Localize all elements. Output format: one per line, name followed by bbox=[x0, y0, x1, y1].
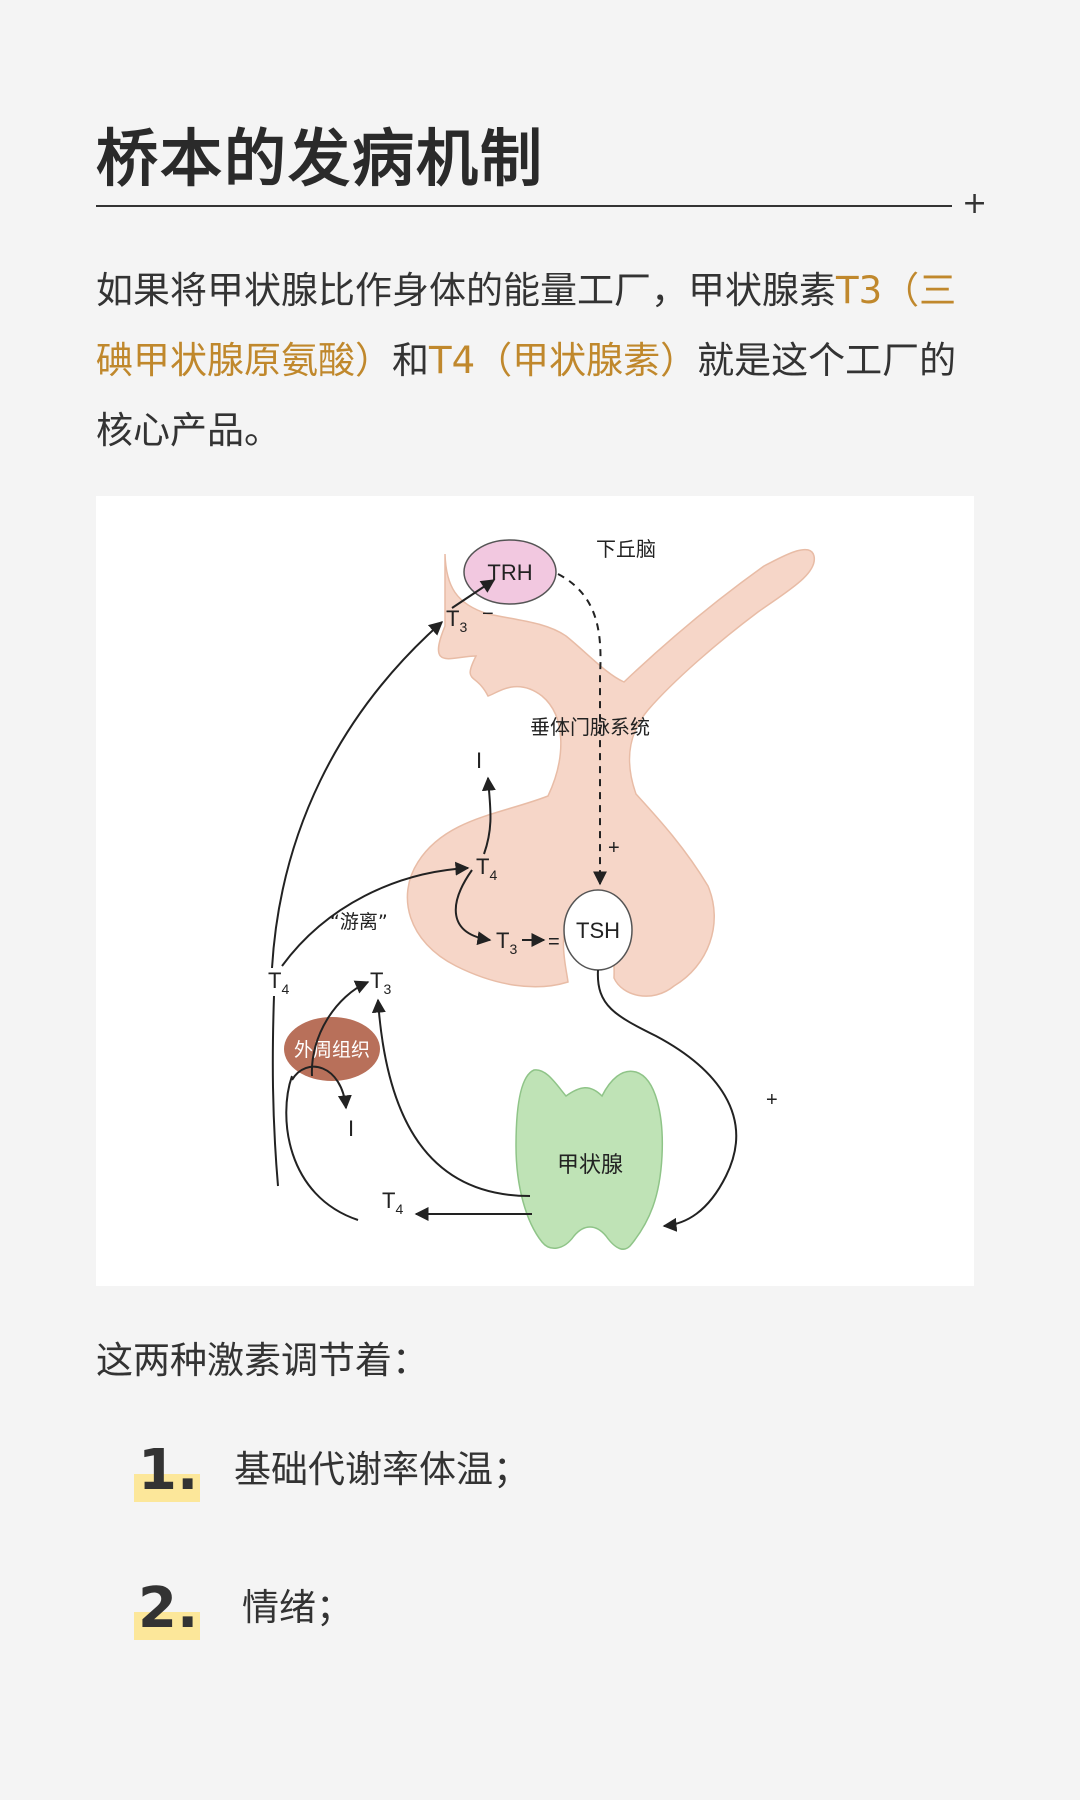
list-item-text: 情绪； bbox=[242, 1586, 353, 1629]
t4-to-iodide-arrow bbox=[481, 776, 496, 855]
t4-label-bottom: T4 bbox=[382, 1188, 403, 1217]
peripheral-tissue-bubble bbox=[284, 1017, 380, 1081]
t4-to-hypothalamus-arrow bbox=[271, 621, 444, 969]
trh-minus-sign: − bbox=[482, 603, 494, 625]
trh-to-tsh-dashed-arrow bbox=[557, 573, 607, 886]
t3-to-trh-arrow bbox=[451, 579, 496, 609]
hypothalamus-label: 下丘脑 bbox=[596, 537, 656, 561]
free-hormone-label: “游离” bbox=[330, 911, 388, 933]
t4-into-peripheral-arrow bbox=[285, 1075, 359, 1221]
intro-highlight-t4: T4（甲状腺素） bbox=[429, 339, 698, 382]
thyroid-to-t3-arrow bbox=[371, 998, 531, 1197]
thyroid-label: 甲状腺 bbox=[557, 1153, 623, 1178]
t4-to-pituitary-arrow bbox=[281, 861, 470, 967]
iodide-label-pituitary: I bbox=[476, 748, 482, 773]
divider-plus-mark: + bbox=[962, 186, 988, 221]
list-number: 1. bbox=[138, 1438, 199, 1503]
intro-text-3: 就是这个工厂的核心产品。 bbox=[96, 339, 957, 452]
iodide-label-peripheral: I bbox=[348, 1116, 354, 1141]
list-item-text: 基础代谢率体温； bbox=[234, 1448, 530, 1491]
list-number-badge: 1. bbox=[134, 1436, 234, 1506]
hpt-axis-diagram: TRH 下丘脑 垂体门脉系统 + TSH T3 − T4 I T3 bbox=[96, 496, 974, 1286]
number-highlight-mark bbox=[134, 1474, 200, 1502]
tsh-plus-sign: + bbox=[608, 837, 620, 859]
title-divider bbox=[96, 205, 952, 207]
intro-paragraph: 如果将甲状腺比作身体的能量工厂，甲状腺素T3（三碘甲状腺原氨酸）和T4（甲状腺素… bbox=[96, 256, 986, 466]
portal-system-label: 垂体门脉系统 bbox=[530, 715, 650, 739]
tsh-label: TSH bbox=[576, 918, 620, 943]
list-number-badge: 2. bbox=[134, 1574, 234, 1644]
peripheral-to-t3-arrow bbox=[310, 980, 370, 1077]
t3-label-pituitary: T3 bbox=[496, 928, 517, 957]
thyroid-gland-shape bbox=[515, 1069, 664, 1250]
trh-label: TRH bbox=[487, 560, 532, 585]
t4-label-left: T4 bbox=[268, 968, 289, 997]
number-highlight-mark bbox=[134, 1612, 200, 1640]
list-item: 1. 基础代谢率体温； bbox=[134, 1436, 530, 1516]
tsh-to-thyroid-arrow bbox=[596, 969, 738, 1232]
pituitary-gland-shape bbox=[406, 548, 815, 997]
list-number: 2. bbox=[138, 1576, 199, 1641]
t3-label-top: T3 bbox=[446, 606, 467, 635]
t4-to-t3-conversion-arrow bbox=[454, 869, 492, 946]
intro-text-1: 如果将甲状腺比作身体的能量工厂，甲状腺素 bbox=[96, 269, 836, 312]
peripheral-tissue-label: 外周组织 bbox=[294, 1039, 370, 1061]
thyroid-plus-sign: + bbox=[766, 1089, 778, 1111]
peripheral-to-iodide-arrow bbox=[291, 1065, 352, 1110]
t4-label-pituitary: T4 bbox=[476, 854, 497, 883]
intro-highlight-t3: T3（三碘甲状腺原氨酸） bbox=[96, 269, 957, 382]
t4-upward-line bbox=[271, 995, 279, 1187]
tsh-equals-sign: = bbox=[548, 931, 560, 953]
list-item: 2. 情绪； bbox=[134, 1574, 353, 1654]
regulation-intro: 这两种激素调节着： bbox=[96, 1339, 429, 1382]
page-title: 桥本的发病机制 bbox=[96, 122, 545, 195]
t3-label-free: T3 bbox=[370, 968, 391, 997]
intro-text-2: 和 bbox=[392, 339, 429, 382]
